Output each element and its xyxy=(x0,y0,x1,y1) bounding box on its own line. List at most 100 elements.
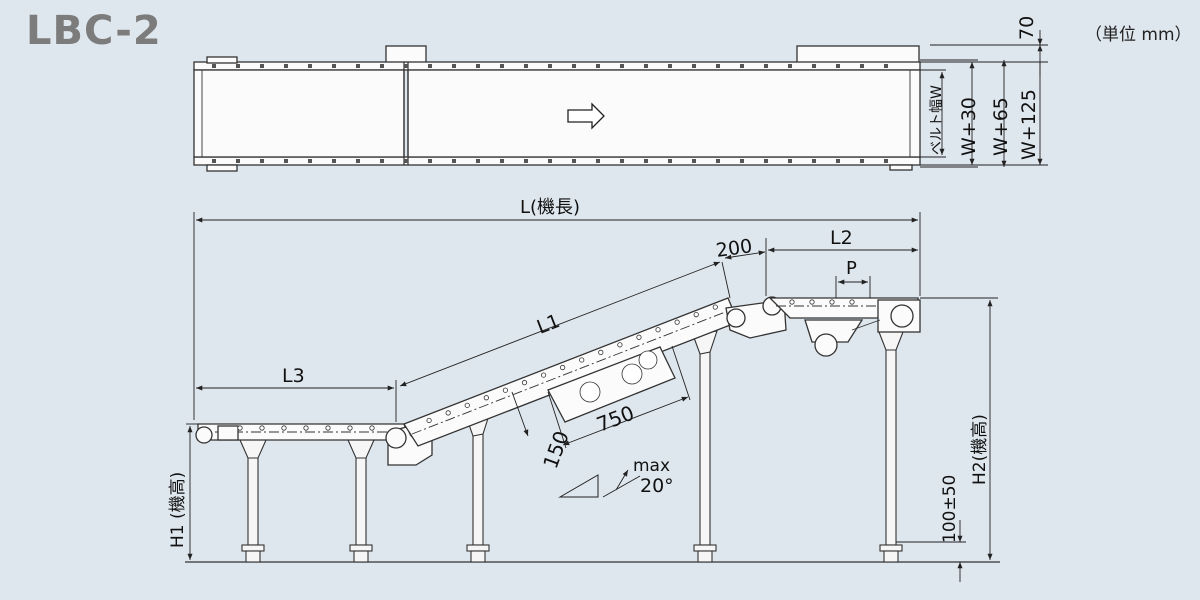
rail-bolt xyxy=(500,64,504,68)
rail-bolt xyxy=(788,159,792,163)
belt-section-main xyxy=(407,69,921,158)
chain-pin xyxy=(579,357,585,363)
belt-width-label: ベルト幅W xyxy=(929,85,945,155)
angle-icon xyxy=(558,474,599,498)
lower-side-rail xyxy=(193,156,921,166)
chain-pin xyxy=(693,311,699,318)
rail-bolt xyxy=(836,159,840,163)
rail-bolt xyxy=(692,64,696,68)
l1-label: L1 xyxy=(534,310,563,339)
rail-bolt xyxy=(332,159,336,163)
rail-bolt xyxy=(404,64,408,68)
chain-pin xyxy=(281,425,287,431)
chain-pin xyxy=(809,299,815,305)
rail-bolt xyxy=(332,64,336,68)
rail-bolt xyxy=(596,159,600,163)
chain-pin xyxy=(636,334,642,340)
unit-note: （単位 mm） xyxy=(1085,25,1192,45)
rail-bolt xyxy=(692,159,696,163)
rail-bolt xyxy=(572,159,576,163)
side-view: L(機長) L2 200 P L1 L3 750 xyxy=(168,197,1000,582)
chain-pin xyxy=(655,327,661,333)
rail-bolt xyxy=(716,159,720,163)
top-view: ベルト幅W W+30 W+65 W+125 70 xyxy=(193,16,1048,172)
h2-label: H2(機高) xyxy=(970,414,990,485)
w30-label: W+30 xyxy=(958,97,980,156)
rail-bolt xyxy=(620,64,624,68)
rail-bolt xyxy=(716,64,720,68)
chain-pin xyxy=(674,319,680,325)
rail-bolt xyxy=(260,159,264,163)
chain-pin xyxy=(829,299,835,305)
w125-label: W+125 xyxy=(1018,89,1040,160)
chain-pin xyxy=(369,425,375,431)
chain-pin xyxy=(789,299,795,305)
rail-bolt xyxy=(836,64,840,68)
rail-bolts xyxy=(212,64,888,163)
rail-bolt xyxy=(668,159,672,163)
chain-pin xyxy=(426,417,432,424)
chain-pin xyxy=(259,425,265,431)
rail-bolt xyxy=(308,159,312,163)
rail-bolt xyxy=(596,64,600,68)
rail-bolt xyxy=(212,159,216,163)
chain-pin xyxy=(325,425,331,431)
model-title: LBC-2 xyxy=(26,8,162,54)
rail-bolt xyxy=(788,64,792,68)
rail-bolt xyxy=(260,64,264,68)
h1-label: H1 (機高) xyxy=(168,472,188,548)
drive-cover xyxy=(796,45,920,65)
pitch-label: P xyxy=(846,258,857,279)
direction-arrow-icon xyxy=(567,102,605,130)
rail-bolt xyxy=(812,159,816,163)
rail-bolt xyxy=(452,159,456,163)
rail-bolt xyxy=(356,159,360,163)
rail-bolt xyxy=(476,159,480,163)
chain-pin xyxy=(347,425,353,431)
dim-150-label: 150 xyxy=(538,428,574,472)
upper-side-rail xyxy=(193,61,921,71)
rail-bolt xyxy=(428,159,432,163)
rail-bolt xyxy=(884,159,888,163)
l2-label: L2 xyxy=(830,227,853,249)
max-label: max xyxy=(633,456,670,476)
overall-length-label: L(機長) xyxy=(520,197,580,218)
rail-bolt xyxy=(476,64,480,68)
rail-bolt xyxy=(524,159,528,163)
rail-bolt xyxy=(884,64,888,68)
l3-label: L3 xyxy=(282,365,305,387)
dim-200-label: 200 xyxy=(715,235,754,262)
rail-bolt xyxy=(284,64,288,68)
tail-pulley xyxy=(195,426,213,444)
rail-bolt xyxy=(212,64,216,68)
chain-pin xyxy=(445,410,451,416)
chain-pin xyxy=(502,387,508,393)
chain-pin xyxy=(483,395,489,401)
rail-bolt xyxy=(860,64,864,68)
rail-bolt xyxy=(452,64,456,68)
rail-bolt xyxy=(380,64,384,68)
angle-label: 20° xyxy=(640,475,674,497)
rail-bolt xyxy=(644,159,648,163)
w65-label: W+65 xyxy=(990,97,1012,156)
rail-bolt xyxy=(236,64,240,68)
chain-pin xyxy=(303,425,309,431)
rail-bolt xyxy=(740,159,744,163)
chain-pin xyxy=(598,349,604,355)
dim-70-label: 70 xyxy=(1016,16,1038,40)
rail-bolt xyxy=(548,159,552,163)
rail-bolt xyxy=(524,64,528,68)
rail-bolt xyxy=(404,159,408,163)
rail-bolt xyxy=(284,159,288,163)
chain-pin xyxy=(464,402,470,408)
chain-pin xyxy=(540,372,547,378)
chain-pin xyxy=(712,304,718,310)
rail-bolt xyxy=(764,64,768,68)
head-pulley xyxy=(890,304,914,328)
rail-bolt xyxy=(308,64,312,68)
rail-bolt xyxy=(380,159,384,163)
rail-bolt xyxy=(500,159,504,163)
rail-bolt xyxy=(668,64,672,68)
